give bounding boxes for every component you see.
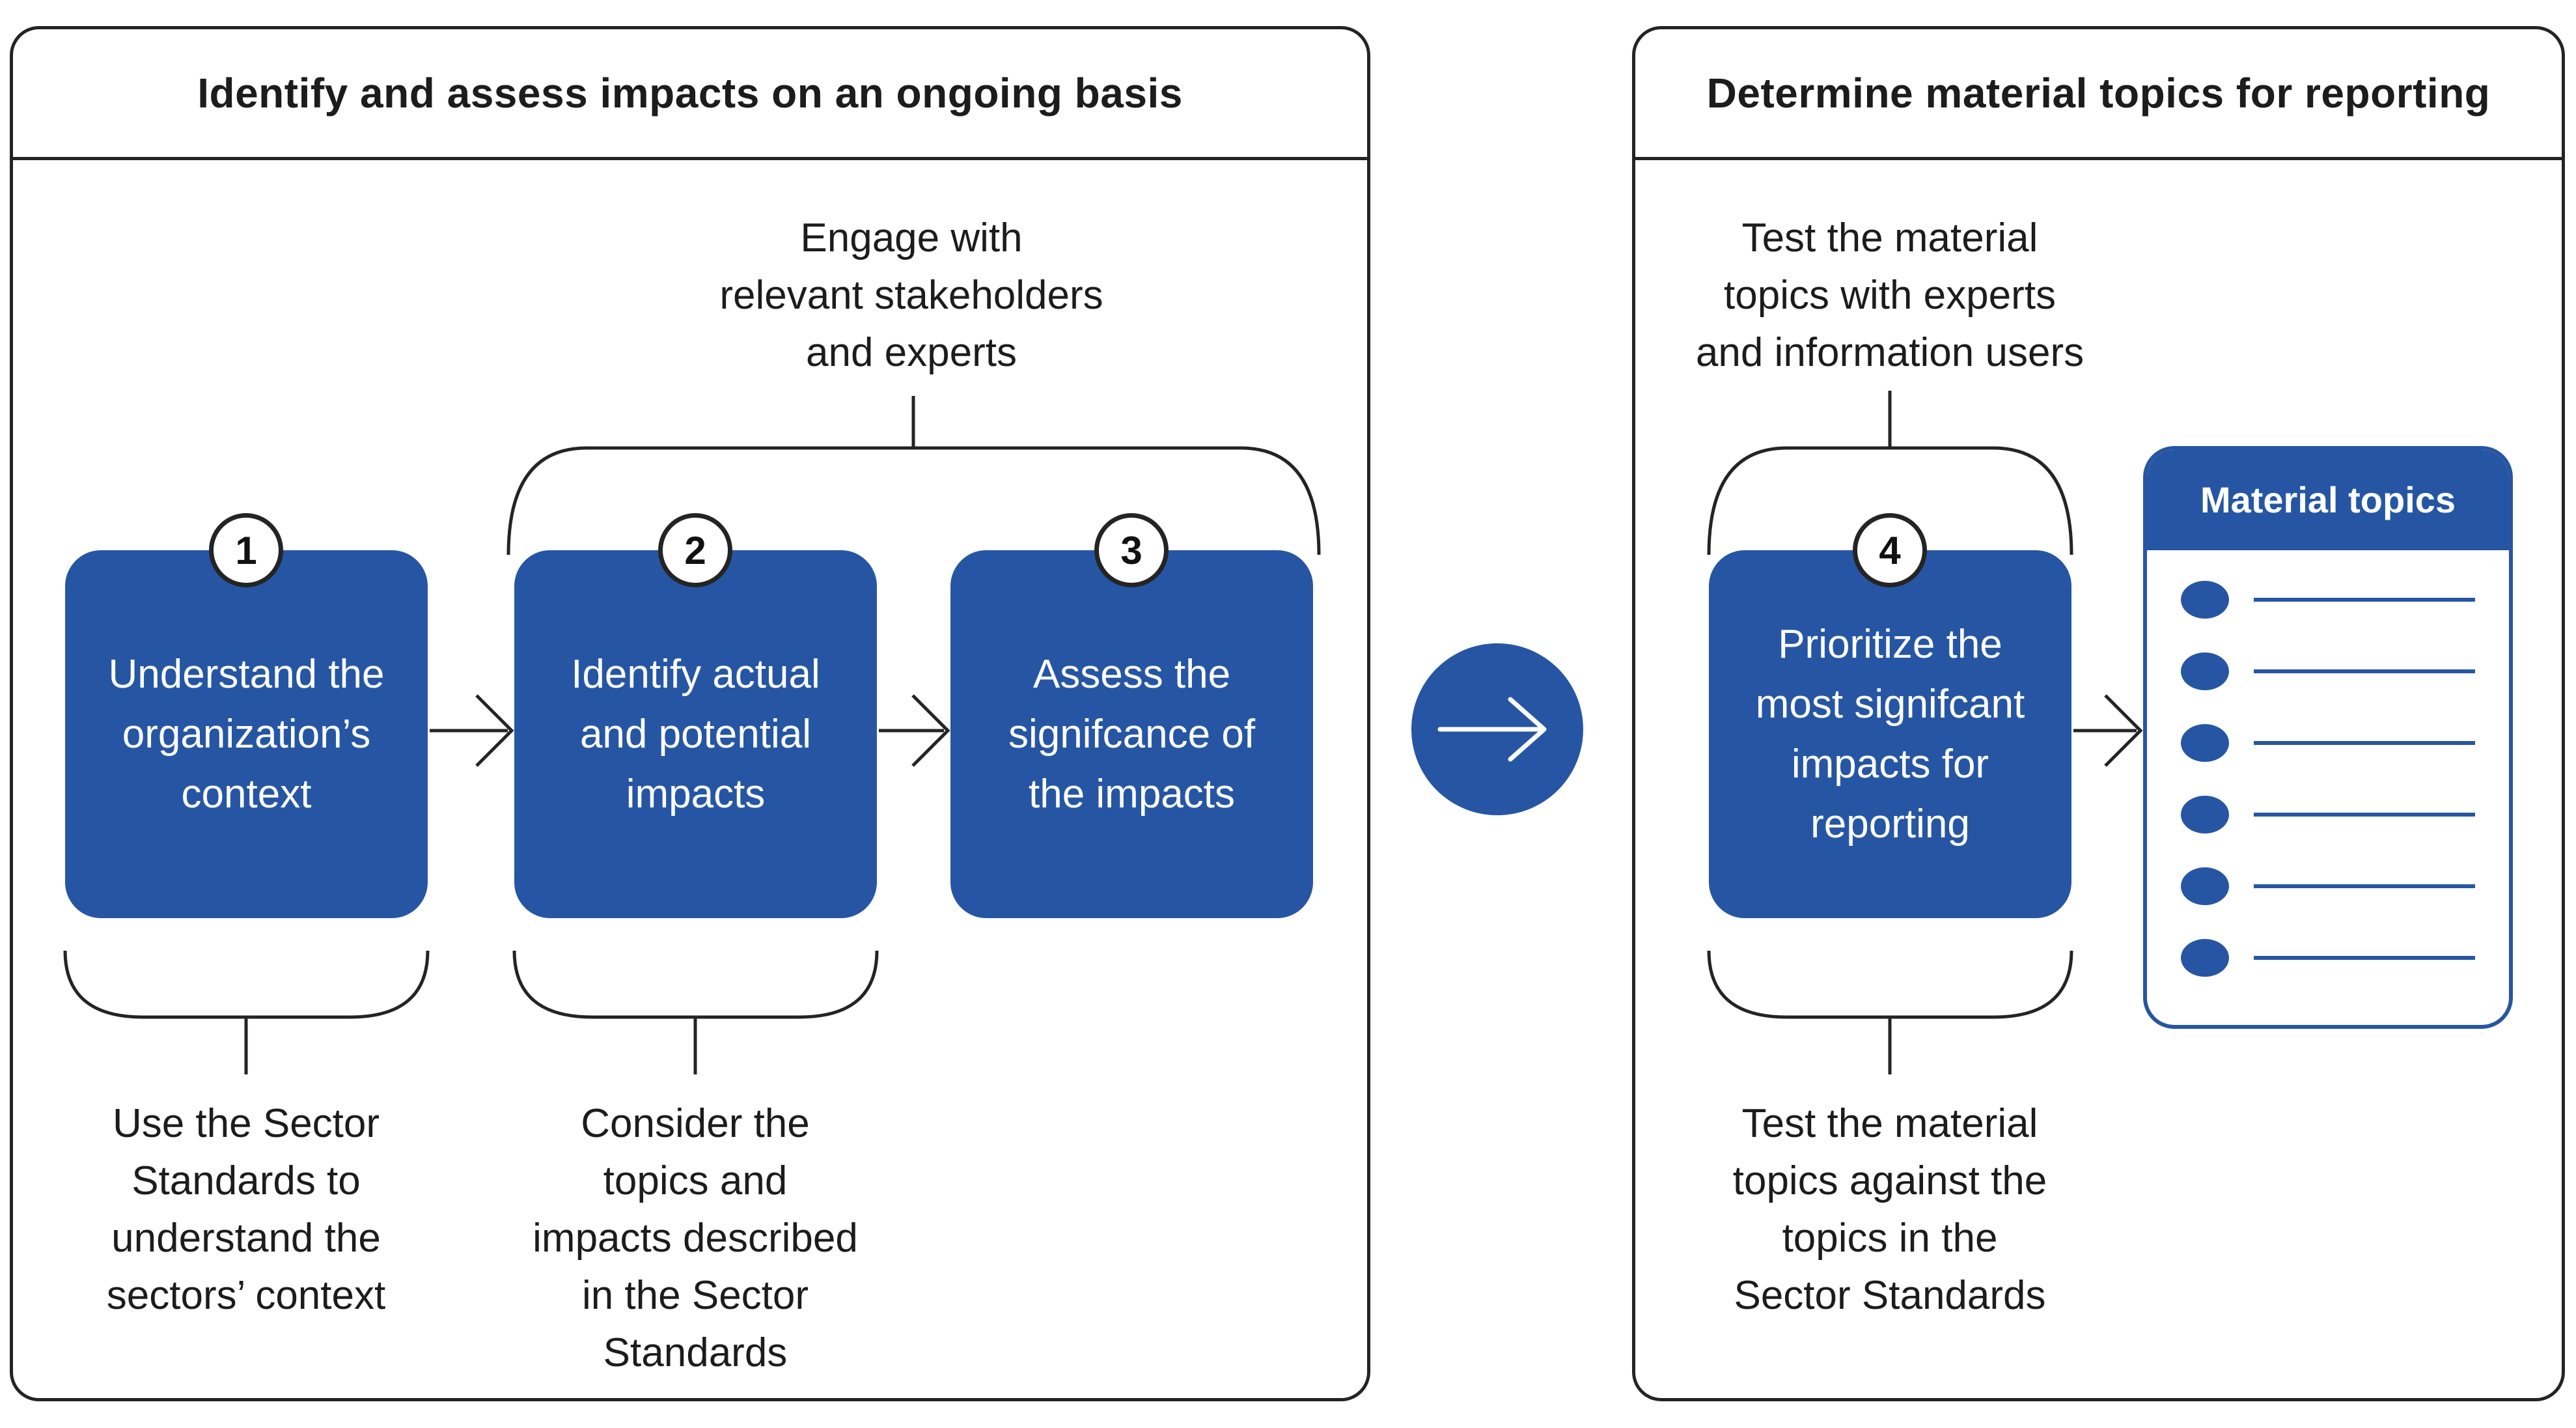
material-topic-item	[2147, 564, 2509, 636]
step-2-label: Identify actual and potential impacts	[571, 651, 820, 817]
step-1-label: Understand the organization’s context	[108, 651, 385, 817]
bullet-dot-icon	[2181, 652, 2229, 690]
topic-placeholder-line	[2254, 741, 2475, 745]
step-4-number-badge: 4	[1853, 513, 1927, 587]
material-topic-item	[2147, 850, 2509, 922]
annotation-use-sector-standards: Use the Sector Standards to understand t…	[106, 1101, 386, 1318]
topic-placeholder-line	[2254, 956, 2475, 960]
step-box-3: Assess the signifcance of the impacts	[950, 550, 1313, 918]
material-topics-list	[2147, 550, 2509, 994]
bullet-dot-icon	[2181, 867, 2229, 905]
step-box-1: Understand the organization’s context	[65, 550, 428, 918]
step-box-2: Identify actual and potential impacts	[514, 550, 877, 918]
bullet-dot-icon	[2181, 939, 2229, 977]
flow-arrow-circle	[1411, 643, 1583, 815]
topic-placeholder-line	[2254, 884, 2475, 888]
topic-placeholder-line	[2254, 813, 2475, 817]
bullet-dot-icon	[2181, 796, 2229, 833]
step-3-label: Assess the signifcance of the impacts	[1008, 651, 1256, 817]
bullet-dot-icon	[2181, 581, 2229, 619]
bullet-dot-icon	[2181, 724, 2229, 762]
material-topic-item	[2147, 636, 2509, 707]
annotation-test-with-experts: Test the material topics with experts an…	[1695, 216, 2084, 375]
step-box-4: Prioritize the most signifcant impacts f…	[1709, 550, 2071, 918]
topic-placeholder-line	[2254, 598, 2475, 602]
material-topic-item	[2147, 922, 2509, 994]
annotation-test-against-standards: Test the material topics against the top…	[1732, 1101, 2047, 1318]
material-topics-card: Material topics	[2143, 446, 2513, 1029]
topic-placeholder-line	[2254, 669, 2475, 673]
annotation-consider-topics: Consider the topics and impacts describe…	[533, 1101, 858, 1375]
material-topics-header: Material topics	[2147, 450, 2509, 550]
material-topic-item	[2147, 779, 2509, 850]
material-topic-item	[2147, 707, 2509, 779]
step-2-number-badge: 2	[658, 513, 732, 587]
step-1-number-badge: 1	[209, 513, 283, 587]
left-panel-title: Identify and assess impacts on an ongoin…	[13, 29, 1367, 160]
step-4-label: Prioritize the most signifcant impacts f…	[1755, 621, 2025, 847]
annotation-engage-stakeholders: Engage with relevant stakeholders and ex…	[719, 216, 1103, 375]
step-3-number-badge: 3	[1094, 513, 1169, 587]
right-panel-title: Determine material topics for reporting	[1635, 29, 2562, 160]
